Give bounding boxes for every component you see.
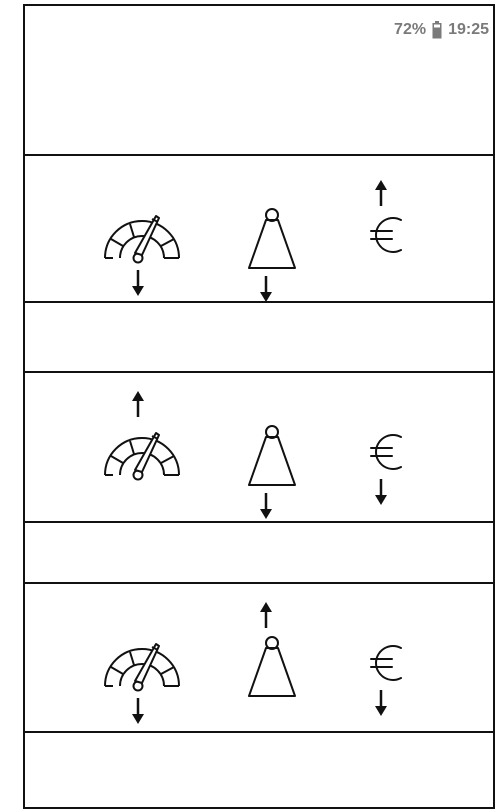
divider [25,521,493,523]
arrow-down-icon [375,690,387,716]
battery-icon [432,21,442,39]
divider [25,731,493,733]
phone-screen: 72% 19:25 [23,4,495,809]
weight-icon [246,636,298,698]
divider [25,301,493,303]
divider [25,371,493,373]
euro-icon [370,214,404,256]
euro-icon [370,642,404,684]
battery-percent: 72% [394,21,427,38]
arrow-down-icon [132,270,144,296]
speedometer-icon [101,425,183,481]
arrow-up-icon [375,180,387,206]
weight-icon [246,425,298,487]
option-3[interactable] [25,584,493,729]
arrow-down-icon [260,276,272,302]
status-bar: 72% 19:25 [394,18,489,42]
arrow-up-icon [260,602,272,628]
speedometer-icon [101,208,183,264]
arrow-down-icon [375,479,387,505]
divider [25,582,493,584]
euro-icon [370,431,404,473]
clock-time: 19:25 [448,21,489,38]
arrow-down-icon [132,698,144,724]
weight-icon [246,208,298,270]
arrow-down-icon [260,493,272,519]
arrow-up-icon [132,391,144,417]
option-1[interactable] [25,156,493,302]
divider [25,154,493,156]
option-2[interactable] [25,373,493,519]
speedometer-icon [101,636,183,692]
